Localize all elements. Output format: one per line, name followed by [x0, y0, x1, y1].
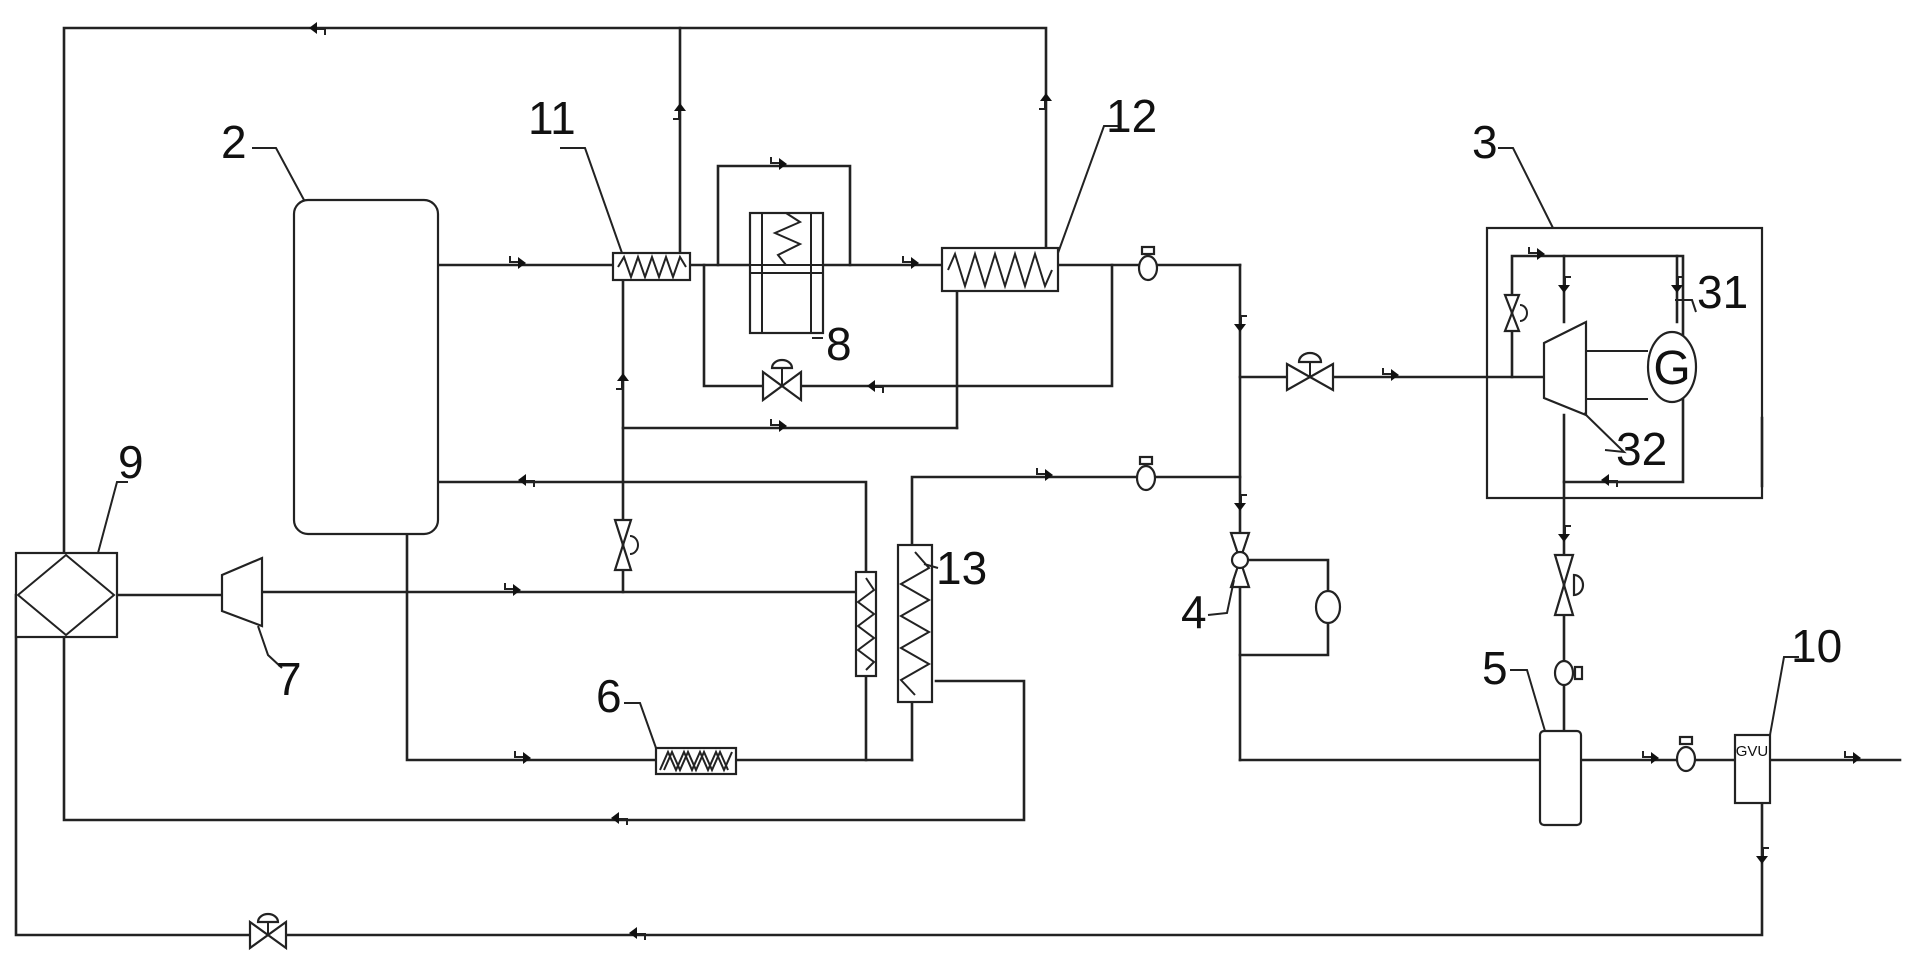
label-4: 4	[1181, 586, 1207, 638]
control-valve-bypass	[761, 358, 803, 403]
valve-4	[1229, 531, 1251, 589]
generator-31	[1646, 330, 1698, 404]
flow-arrow	[509, 255, 527, 270]
label-7: 7	[276, 653, 302, 705]
leader-lines	[97, 125, 1799, 749]
heat-exchanger-13	[854, 543, 934, 704]
pipe-bottom-return	[14, 593, 1764, 937]
flow-arrow	[514, 750, 532, 765]
electric-heater-6	[654, 746, 738, 776]
label-11: 11	[528, 92, 576, 144]
flow-arrow	[902, 255, 920, 270]
flow-arrow	[504, 582, 522, 597]
flow-arrow	[1233, 315, 1248, 333]
flow-arrow	[1557, 276, 1572, 294]
flow-arrow	[1844, 750, 1862, 765]
flow-sensor-hx12	[1137, 245, 1159, 282]
check-valve-turbine-down	[1553, 553, 1585, 617]
pipe-tank-lower	[436, 480, 868, 574]
pump-4	[1314, 589, 1342, 625]
check-valve-box3	[1503, 293, 1528, 333]
pipe-return-9	[62, 635, 1026, 822]
flow-arrow	[1036, 467, 1054, 482]
flow-arrow	[517, 473, 535, 488]
label-13: 13	[936, 542, 987, 594]
flow-sensor-turbine-down	[1553, 659, 1584, 687]
flow-arrow	[1642, 750, 1660, 765]
turbine-32	[1542, 320, 1588, 417]
flow-arrow	[1755, 847, 1770, 865]
flow-arrow	[610, 811, 628, 826]
pipe-loop-4	[1238, 558, 1330, 657]
pipe-tank-bottom	[405, 532, 658, 762]
flow-arrow	[615, 372, 630, 390]
label-9: 9	[118, 436, 144, 488]
flow-arrow	[672, 102, 687, 120]
label-10: 10	[1791, 620, 1842, 672]
control-valve-turbine-inlet	[1285, 351, 1335, 392]
flow-arrow	[1600, 473, 1618, 488]
label-5: 5	[1482, 642, 1508, 694]
flow-arrow	[1233, 494, 1248, 512]
flow-arrow	[1557, 525, 1572, 543]
label-32: 32	[1616, 423, 1667, 475]
flow-arrow	[1528, 246, 1546, 261]
heat-exchanger-11	[611, 251, 692, 282]
pressure-cylinder-8	[748, 211, 825, 335]
flow-arrow	[628, 926, 646, 941]
generator-symbol: G	[1653, 342, 1690, 395]
check-valve-vertical	[613, 518, 639, 572]
flow-arrow	[770, 418, 788, 433]
pipe-hx12-bypass	[702, 263, 1114, 388]
label-6: 6	[596, 670, 622, 722]
gvu-label: GVU	[1736, 743, 1769, 760]
storage-tank-2	[292, 198, 440, 536]
label-12: 12	[1106, 90, 1157, 142]
flow-arrow	[1382, 367, 1400, 382]
label-8: 8	[826, 318, 852, 370]
flow-sensor-gvu	[1675, 735, 1697, 773]
compressor-7	[220, 556, 264, 628]
gvu-10	[1733, 733, 1772, 805]
pipe-top-return	[62, 26, 1048, 555]
flow-arrow	[866, 379, 884, 394]
label-3: 3	[1472, 116, 1498, 168]
turbine-module-3	[1485, 226, 1764, 500]
separator-tank-5	[1538, 729, 1583, 827]
label-2: 2	[221, 116, 247, 168]
flow-sensor-hx13	[1135, 455, 1157, 492]
heat-exchanger-12	[940, 246, 1060, 293]
unit-9	[14, 551, 119, 639]
flow-arrow	[308, 21, 326, 36]
flow-arrow	[1038, 92, 1053, 110]
control-valve-bottom-return	[248, 912, 288, 951]
flow-arrow	[770, 156, 788, 171]
pipe-hx13-top	[910, 475, 1242, 547]
label-31: 31	[1697, 266, 1748, 318]
